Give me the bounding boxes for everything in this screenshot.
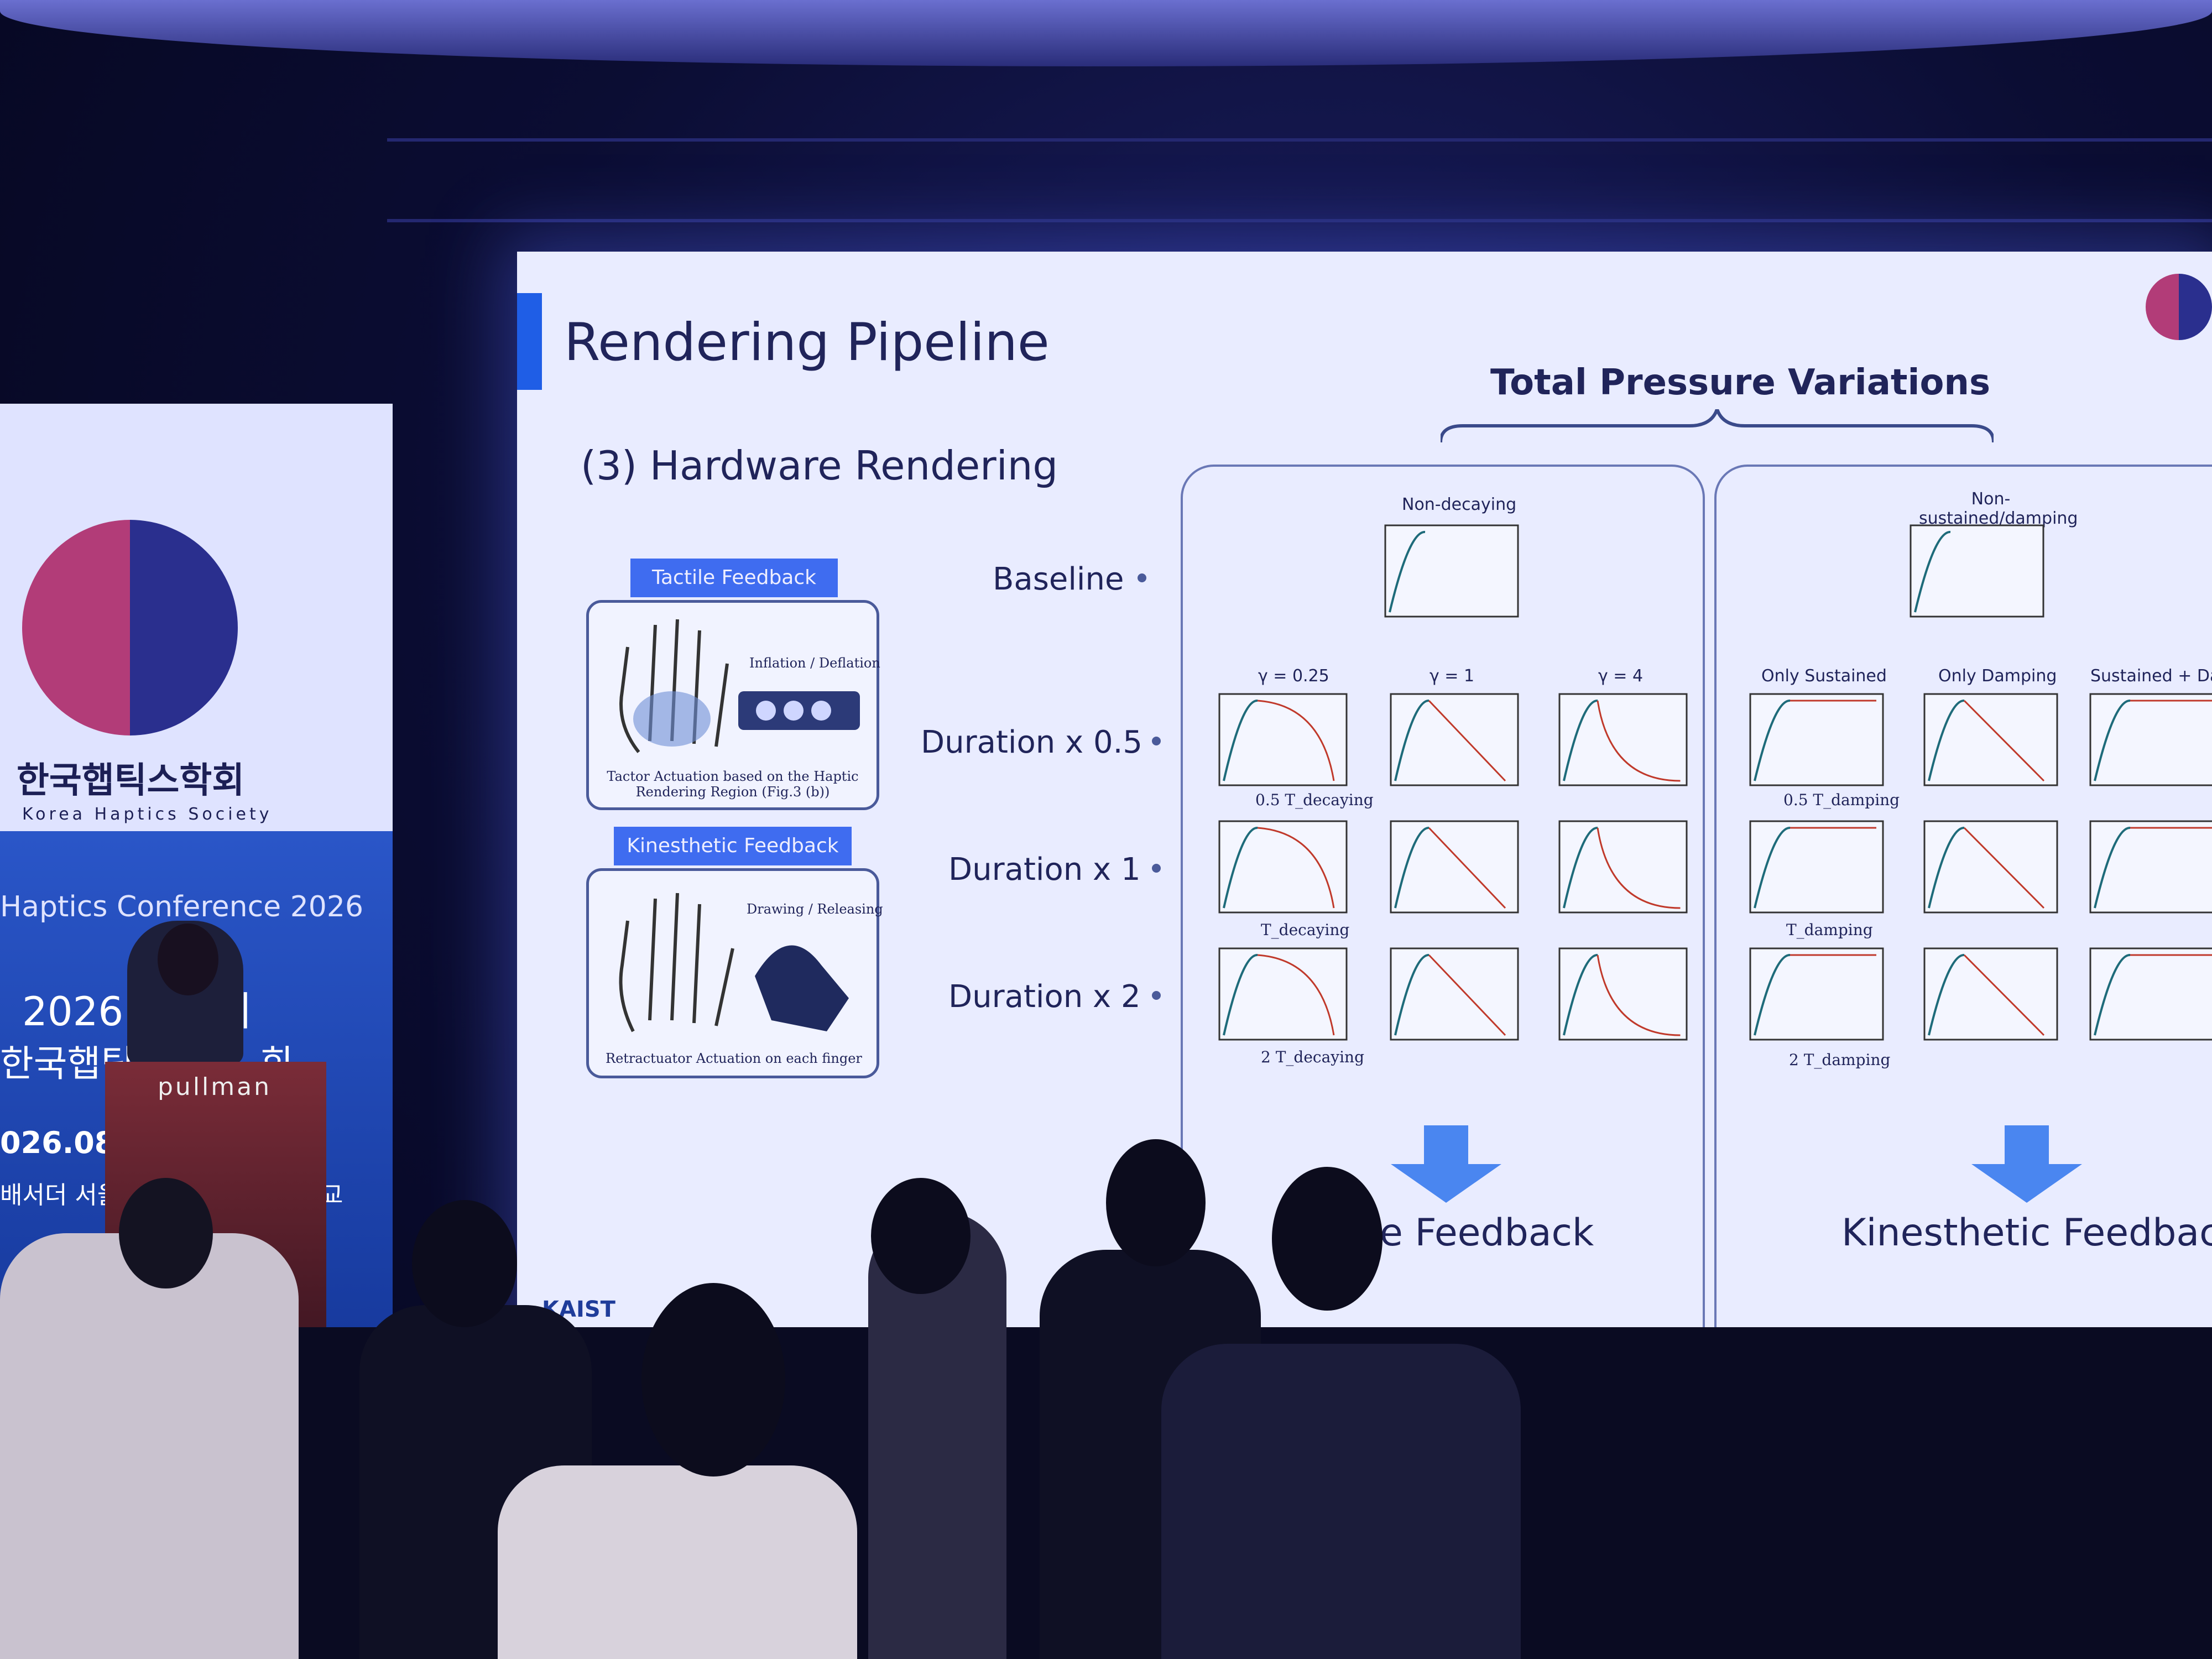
slide-subtitle: (3) Hardware Rendering [581, 442, 1058, 489]
audience-head [871, 1178, 971, 1294]
row-label-duration-2: Duration x 2 [948, 979, 1141, 1015]
audience-head [641, 1283, 785, 1477]
pressure-plot [1390, 820, 1519, 914]
pressure-plot [1218, 947, 1348, 1041]
pressure-plot [1218, 693, 1348, 786]
tactile-figure: Inflation / Deflation Tactor Actuation b… [586, 600, 880, 810]
society-logo-icon [22, 520, 238, 735]
title-accent-bar [517, 293, 542, 390]
speaker-head [158, 924, 218, 995]
right-col-label: Only Damping [1938, 666, 2057, 686]
row-label-baseline: Baseline [993, 561, 1124, 597]
audience-head [412, 1200, 517, 1327]
slide-title: Rendering Pipeline [564, 312, 1050, 373]
pressure-plot [1384, 524, 1519, 618]
audience-member [498, 1465, 857, 1659]
pressure-plot [1910, 524, 2044, 618]
pressure-plot [1390, 947, 1519, 1041]
pressure-plot [1558, 820, 1688, 914]
audience-member [0, 1233, 299, 1659]
left-duration-label: 0.5 T_decaying [1255, 791, 1374, 809]
banner-society-kr: 한국햅틱스학회 [17, 760, 245, 801]
tactile-tag: Tactile Feedback [630, 559, 838, 597]
left-duration-label: T_decaying [1261, 921, 1350, 939]
down-arrow-icon [1971, 1125, 2082, 1203]
pressure-plot [1390, 693, 1519, 786]
output-kinesthetic-label: Kinesthetic Feedback [1841, 1211, 2212, 1255]
pressure-plot [2089, 947, 2212, 1041]
audience-head [1272, 1167, 1383, 1311]
kinesthetic-caption: Retractuator Actuation on each finger [606, 1051, 862, 1066]
pressure-plot [1749, 820, 1884, 914]
right-col-label: Only Sustained [1761, 666, 1887, 686]
tactile-note: Inflation / Deflation [749, 655, 880, 671]
podium-brand: pullman [158, 1073, 272, 1101]
left-panel-top-label: Non-decaying [1402, 495, 1517, 514]
pressure-plot [1749, 693, 1884, 786]
pressure-plot-grid [1218, 524, 2212, 1041]
left-col-label: γ = 1 [1430, 666, 1475, 686]
row-label-duration-05: Duration x 0.5 [921, 724, 1143, 760]
tactile-caption: Tactor Actuation based on the Haptic Ren… [607, 769, 859, 800]
banner-venue: 배서더 서울 [0, 1181, 120, 1209]
pressure-plot [1923, 820, 2058, 914]
left-duration-label: 2 T_decaying [1261, 1048, 1364, 1066]
pressure-plot [1923, 693, 2058, 786]
projection-screen: Rendering Pipeline (3) Hardware Renderin… [517, 252, 2212, 1366]
audience-head [119, 1178, 213, 1288]
slide-heading: Total Pressure Variations [1490, 362, 1991, 403]
row-connector [1152, 864, 1161, 873]
pressure-plot [2089, 820, 2212, 914]
pump-illustration [738, 691, 860, 730]
pressure-plot [1558, 693, 1688, 786]
ceiling [0, 0, 2212, 66]
banner-society-en: Korea Haptics Society [22, 805, 273, 824]
kinesthetic-figure: Drawing / Releasing Retractuator Actuati… [586, 868, 883, 1078]
right-col-label: Sustained + Dam [2090, 666, 2212, 686]
row-connector [1152, 737, 1161, 745]
pressure-plot [1923, 947, 2058, 1041]
hand-retractuator-illustration [619, 893, 849, 1032]
pressure-plot [1558, 947, 1688, 1041]
banner-conference: Haptics Conference 2026 [0, 890, 364, 924]
kinesthetic-note: Drawing / Releasing [747, 901, 883, 917]
hand-tactor-illustration [619, 619, 729, 753]
pressure-plot [1749, 947, 1884, 1041]
audience-head [1106, 1139, 1206, 1266]
audience-member [1161, 1344, 1521, 1659]
corner-logo-icon [2146, 274, 2212, 340]
row-connector [1152, 991, 1161, 1000]
down-arrow-icon [1391, 1125, 1501, 1203]
right-duration-label: T_damping [1786, 921, 1873, 939]
right-duration-label: 2 T_damping [1789, 1051, 1891, 1069]
row-label-duration-1: Duration x 1 [948, 852, 1141, 888]
pressure-plot [2089, 693, 2212, 786]
row-connector [1138, 573, 1146, 582]
output-tactile-label: e Feedback [1380, 1211, 1594, 1255]
pressure-plot [1218, 820, 1348, 914]
left-col-label: γ = 4 [1598, 666, 1644, 686]
heading-brace [1441, 409, 1994, 443]
kinesthetic-tag: Kinesthetic Feedback [614, 827, 852, 865]
left-col-label: γ = 0.25 [1258, 666, 1329, 686]
lighting-truss [387, 138, 2212, 222]
right-duration-label: 0.5 T_damping [1783, 791, 1900, 809]
